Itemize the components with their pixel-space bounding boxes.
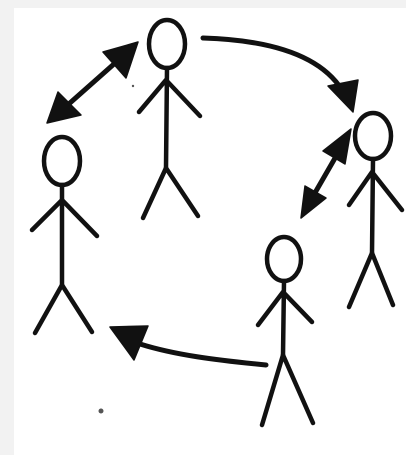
paper-panel	[14, 8, 406, 455]
ink-speck	[99, 409, 104, 414]
figure-head	[355, 113, 391, 159]
figure-head	[267, 237, 301, 281]
figure-head	[44, 137, 80, 185]
ink-speck	[132, 85, 134, 87]
figure-head	[149, 20, 185, 68]
